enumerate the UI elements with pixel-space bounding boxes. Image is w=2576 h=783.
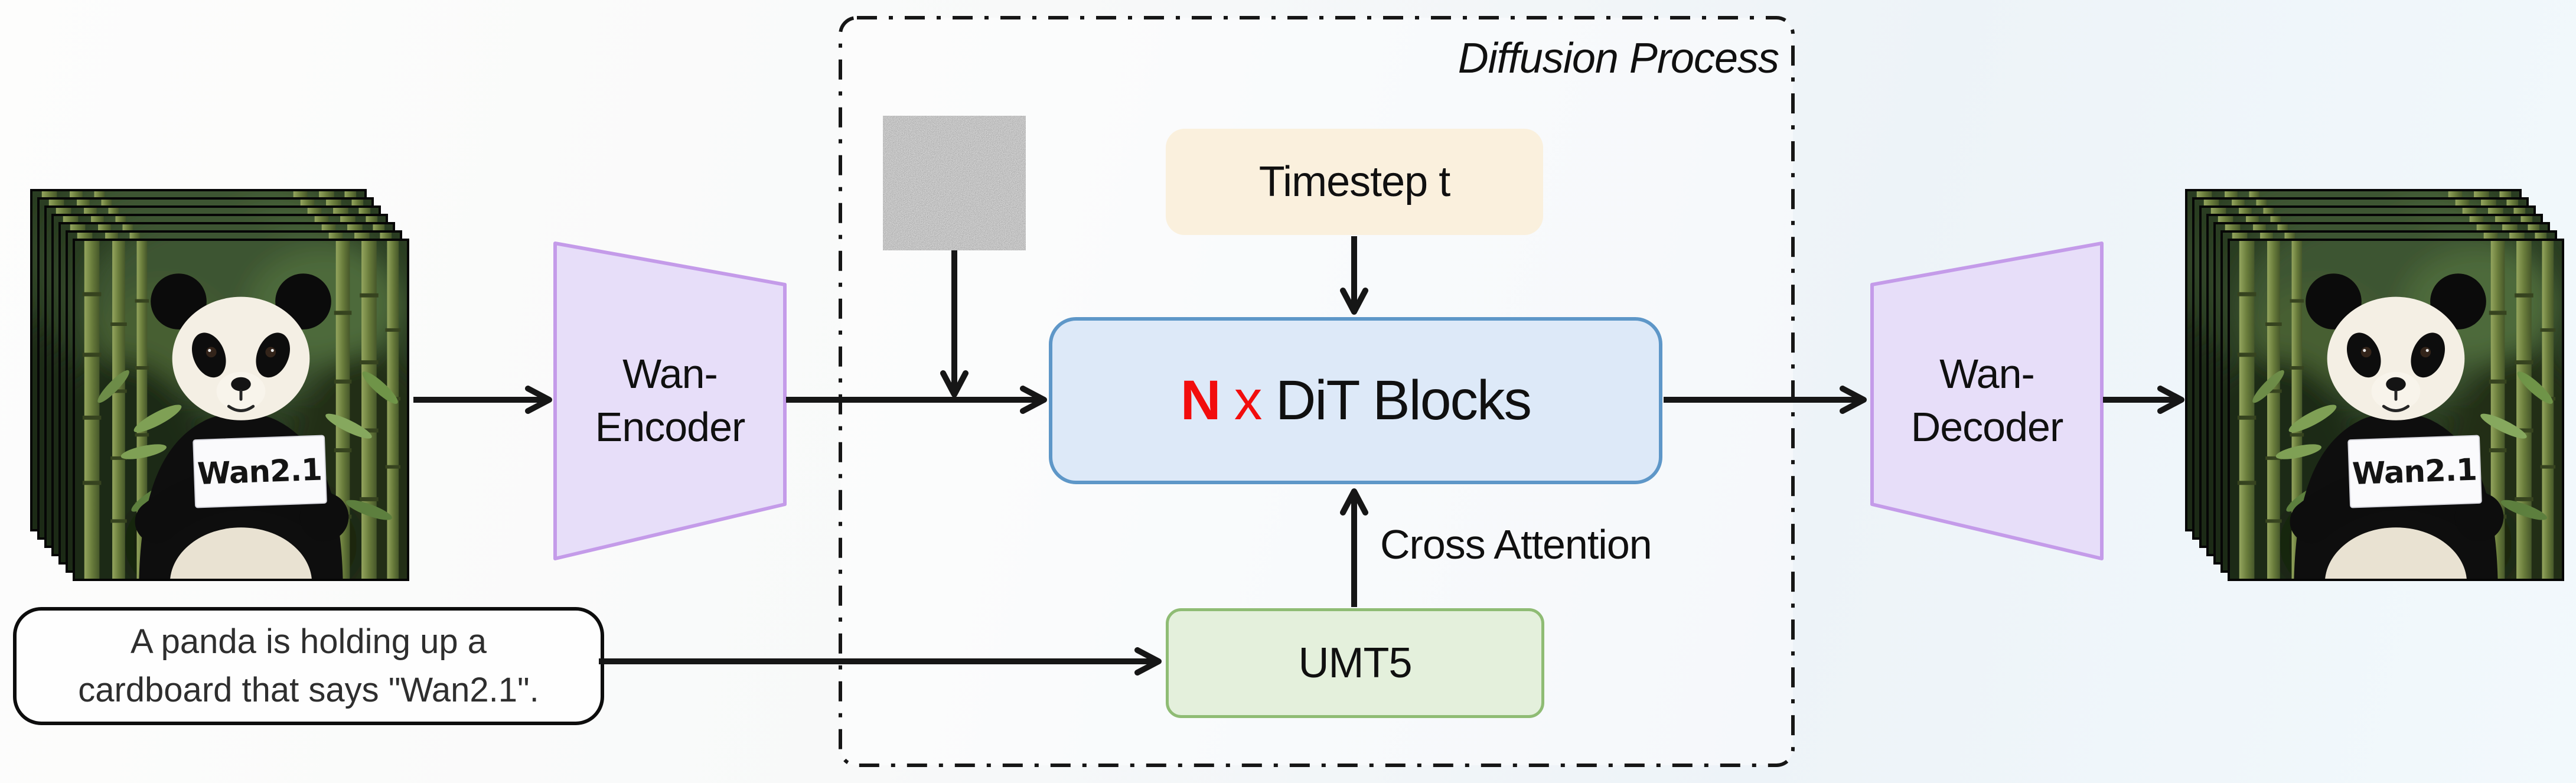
wan-decoder-label-line2: Decoder	[1910, 404, 2064, 450]
wan-encoder-shape	[553, 242, 787, 560]
wan-encoder-label-line1: Wan-	[622, 351, 718, 397]
wan-encoder-label: Wan- Encoder	[555, 243, 785, 559]
wan-decoder-label: Wan- Decoder	[1872, 243, 2102, 559]
umt5-label: UMT5	[1298, 640, 1413, 687]
text-prompt-box: A panda is holding up a cardboard that s…	[13, 607, 604, 725]
cross-attention-label: Cross Attention	[1380, 521, 1652, 567]
video-frame: Wan2.1	[73, 239, 409, 581]
umt5-box: UMT5	[1166, 608, 1544, 718]
wan-decoder-label-line1: Wan-	[1939, 351, 2035, 397]
diffusion-process-title: Diffusion Process	[1457, 35, 1779, 82]
cardboard-sign-text: Wan2.1	[197, 452, 322, 492]
dit-times-label: x	[1219, 369, 1276, 432]
video-frame: Wan2.1	[2228, 239, 2564, 581]
prompt-line2: cardboard that says "Wan2.1".	[78, 671, 539, 709]
input-video-frame-stack: Wan2.1	[30, 189, 418, 589]
timestep-box: Timestep t	[1166, 129, 1543, 235]
dit-blocks-box: N x DiT Blocks	[1049, 317, 1662, 484]
dit-blocks-label: DiT Blocks	[1275, 369, 1532, 432]
wan-decoder-shape	[1870, 242, 2104, 560]
wan-encoder-label-line2: Encoder	[595, 404, 746, 450]
dit-count-label: N	[1180, 369, 1221, 432]
gaussian-noise-patch	[883, 116, 1026, 250]
timestep-label: Timestep t	[1258, 158, 1450, 205]
cardboard-sign-text: Wan2.1	[2352, 452, 2477, 492]
prompt-line1: A panda is holding up a	[130, 622, 487, 661]
output-video-frame-stack: Wan2.1	[2185, 189, 2572, 589]
